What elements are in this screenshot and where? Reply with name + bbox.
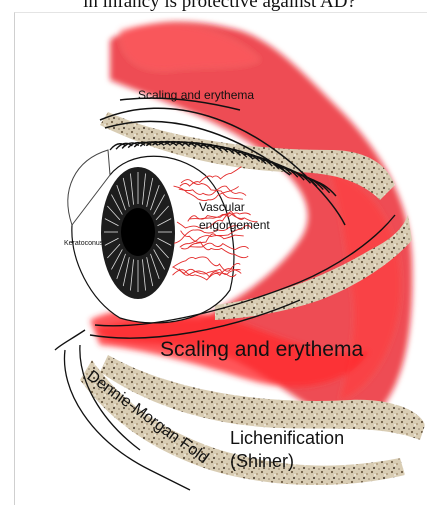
label-scaling-top: Scaling and erythema <box>138 88 254 102</box>
label-engorgement: engorgement <box>199 218 270 232</box>
label-scaling-bottom: Scaling and erythema <box>160 338 363 361</box>
pupil <box>121 208 155 256</box>
label-keratoconus: Keratoconus <box>64 240 104 247</box>
label-vascular: Vascular <box>199 200 245 214</box>
label-shiner: (Shiner) <box>230 451 294 471</box>
label-lichenification: Lichenification <box>230 428 344 448</box>
